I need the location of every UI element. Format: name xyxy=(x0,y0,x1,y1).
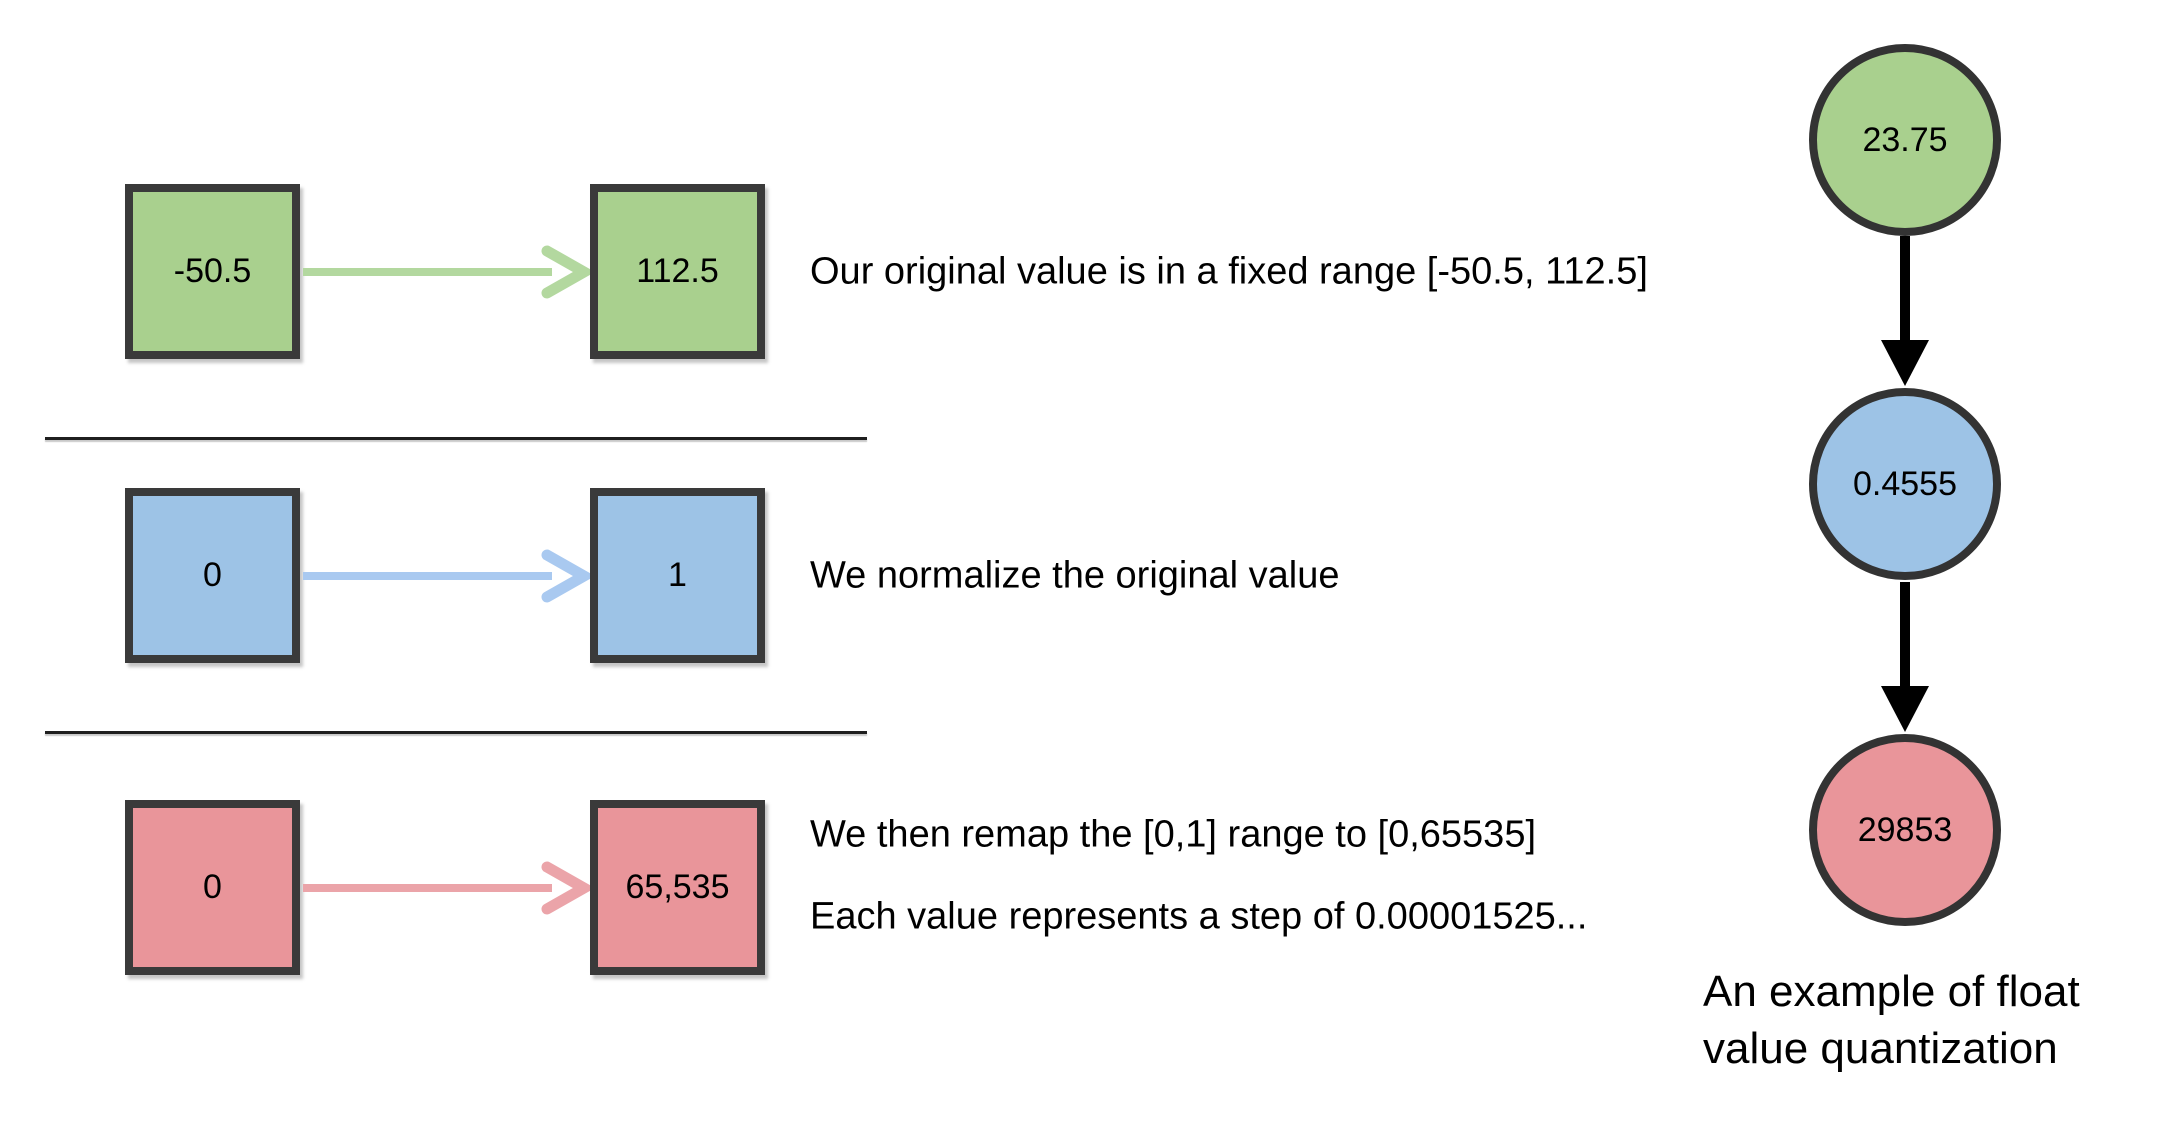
flow-node-normalized: 0.4555 xyxy=(1809,388,2001,580)
normalized-max-value: 1 xyxy=(668,556,687,594)
normalized-description: We normalize the original value xyxy=(810,554,1340,596)
flow-node-normalized-value: 0.4555 xyxy=(1853,464,1957,503)
remapped-min-box: 0 xyxy=(125,800,300,975)
remapped-max-value: 65,535 xyxy=(625,868,730,906)
flow-node-original-value: 23.75 xyxy=(1862,120,1948,159)
normalized-max-box: 1 xyxy=(590,488,765,663)
flow-node-original: 23.75 xyxy=(1809,44,2001,236)
flow-caption: An example of float value quantization xyxy=(1703,967,2080,1074)
remapped-description-line1: We then remap the [0,1] range to [0,6553… xyxy=(810,813,1537,856)
divider-line-2 xyxy=(45,731,867,734)
green-right-arrow-icon xyxy=(303,245,592,299)
row-normalized: 0 1 We normalize the original value xyxy=(0,488,2160,663)
remapped-max-box: 65,535 xyxy=(590,800,765,975)
original-max-value: 112.5 xyxy=(636,252,719,290)
original-max-box: 112.5 xyxy=(590,184,765,359)
original-range-description: Our original value is in a fixed range [… xyxy=(810,250,1648,292)
flow-node-quantized-value: 29853 xyxy=(1857,810,1953,849)
blue-right-arrow-icon xyxy=(303,549,592,603)
normalized-min-box: 0 xyxy=(125,488,300,663)
original-min-box: -50.5 xyxy=(125,184,300,359)
remapped-description-line2: Each value represents a step of 0.000015… xyxy=(810,895,1588,938)
original-min-value: -50.5 xyxy=(173,252,252,290)
normalized-min-value: 0 xyxy=(203,556,222,594)
row-original-range: -50.5 112.5 Our original value is in a f… xyxy=(0,184,2160,359)
remapped-min-value: 0 xyxy=(203,868,222,906)
row-remapped: 0 65,535 We then remap the [0,1] range t… xyxy=(0,800,2160,975)
down-arrow-icon-1 xyxy=(1881,236,1929,386)
divider-line-1 xyxy=(45,437,867,440)
flow-node-quantized: 29853 xyxy=(1809,734,2001,926)
red-right-arrow-icon xyxy=(303,861,592,915)
down-arrow-icon-2 xyxy=(1881,582,1929,732)
